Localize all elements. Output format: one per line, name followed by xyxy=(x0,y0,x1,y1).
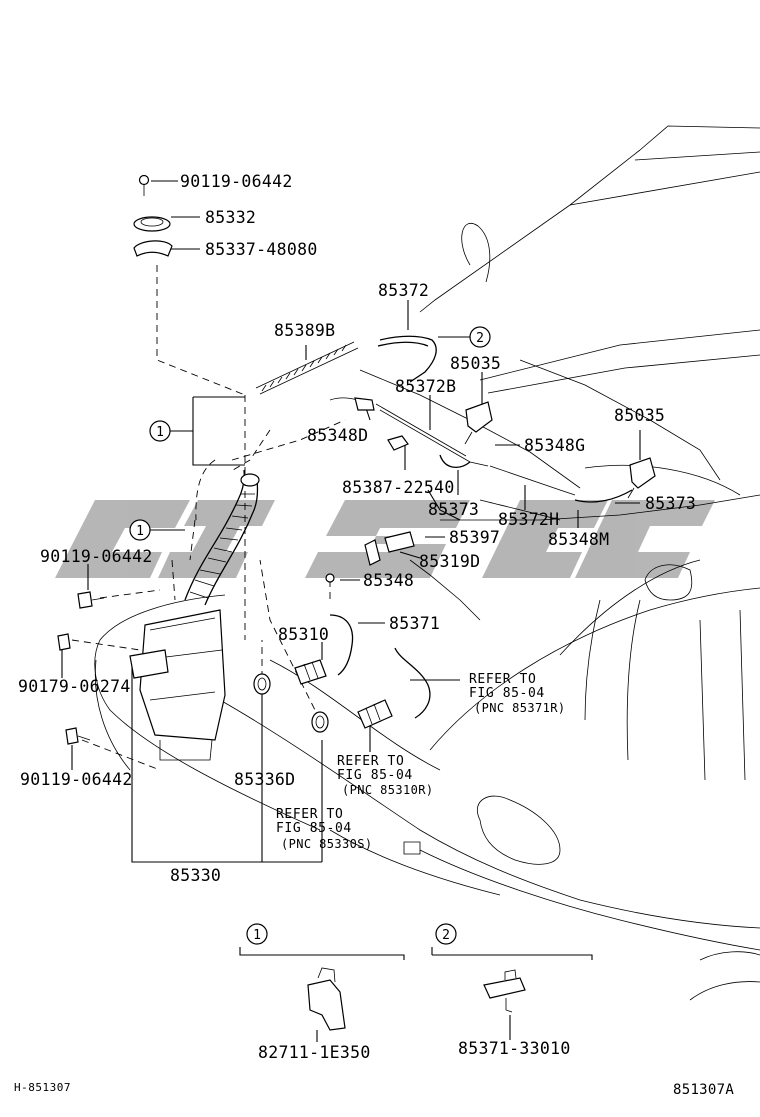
svg-text:1: 1 xyxy=(253,928,261,943)
part-label-85337-48080: 85337-48080 xyxy=(205,240,318,259)
part-label-85348g: 85348G xyxy=(524,436,585,455)
part-label-90119-06442-top: 90119-06442 xyxy=(180,172,293,191)
callout-2-detail: 2 xyxy=(435,923,457,945)
part-label-85373-right: 85373 xyxy=(645,494,696,513)
part-label-90119-06442-bottom: 90119-06442 xyxy=(20,770,133,789)
refer-note-85310r: REFER TO FIG 85-04 (PNC 85310R) xyxy=(337,754,434,797)
part-label-85372: 85372 xyxy=(378,281,429,300)
part-label-85330: 85330 xyxy=(170,866,221,885)
part-label-85319d: 85319D xyxy=(419,552,480,571)
part-label-85348m: 85348M xyxy=(548,530,609,549)
svg-text:(PNC 85310R): (PNC 85310R) xyxy=(342,783,434,797)
filler-hose xyxy=(184,469,260,606)
svg-text:FIG 85-04: FIG 85-04 xyxy=(469,686,545,701)
svg-text:REFER TO: REFER TO xyxy=(276,807,343,822)
refer-note-85371r: REFER TO FIG 85-04 (PNC 85371R) xyxy=(469,672,566,715)
svg-text:2: 2 xyxy=(476,331,484,346)
footer-right-code: 851307A xyxy=(673,1082,734,1098)
refer-note-85330s: REFER TO FIG 85-04 (PNC 85330S) xyxy=(276,807,373,851)
part-label-85372b: 85372B xyxy=(395,377,456,396)
part-label-85387-22540: 85387-22540 xyxy=(342,478,455,497)
part-label-90179-06274: 90179-06274 xyxy=(18,677,131,696)
part-label-85389b: 85389B xyxy=(274,321,335,340)
part-label-85348d: 85348D xyxy=(307,426,368,445)
bolts xyxy=(57,591,105,745)
part-label-85371-33010: 85371-33010 xyxy=(458,1039,571,1058)
washer-tank xyxy=(129,609,226,761)
watermark-shape-5 xyxy=(575,500,715,578)
hoses xyxy=(329,335,633,719)
part-labels: 90119-06442 85332 85337-48080 85372 8538… xyxy=(18,172,696,1062)
part-label-85373-center: 85373 xyxy=(428,500,479,519)
part-label-85372h: 85372H xyxy=(498,510,559,529)
watermark-shape-1 xyxy=(55,500,190,578)
watermark-shape-4 xyxy=(482,500,608,578)
svg-text:2: 2 xyxy=(442,928,450,943)
svg-text:REFER TO: REFER TO xyxy=(337,754,404,769)
svg-text:1: 1 xyxy=(156,425,164,440)
vehicle-outline xyxy=(94,125,760,1001)
callout-1-detail: 1 xyxy=(246,923,268,945)
svg-text:1: 1 xyxy=(136,524,144,539)
svg-text:FIG 85-04: FIG 85-04 xyxy=(276,821,352,836)
svg-text:(PNC 85371R): (PNC 85371R) xyxy=(474,701,566,715)
part-label-85348: 85348 xyxy=(363,571,414,590)
footer-left-code: H-851307 xyxy=(14,1081,71,1094)
part-label-85310: 85310 xyxy=(278,625,329,644)
callouts: 1 2 1 1 2 xyxy=(129,326,491,945)
clips xyxy=(307,397,526,1031)
part-label-85397: 85397 xyxy=(449,528,500,547)
part-label-85371: 85371 xyxy=(389,614,440,633)
svg-text:(PNC 85330S): (PNC 85330S) xyxy=(281,837,373,851)
part-label-90119-06442-left: 90119-06442 xyxy=(40,547,153,566)
svg-text:REFER TO: REFER TO xyxy=(469,672,536,687)
part-label-85035-right: 85035 xyxy=(614,406,665,425)
part-label-85332: 85332 xyxy=(205,208,256,227)
callout-1-mid: 1 xyxy=(129,519,151,541)
svg-text:FIG 85-04: FIG 85-04 xyxy=(337,768,413,783)
callout-1-top: 1 xyxy=(149,420,171,442)
pump-and-grommets xyxy=(253,531,415,733)
leader-lines xyxy=(61,180,641,1042)
cap-parts xyxy=(133,174,173,257)
insulator-strip xyxy=(255,341,359,395)
nozzles xyxy=(464,401,656,499)
part-label-82711-1e350: 82711-1E350 xyxy=(258,1043,371,1062)
part-label-85035-center: 85035 xyxy=(450,354,501,373)
part-label-85336d: 85336D xyxy=(234,770,295,789)
callout-2-top: 2 xyxy=(438,326,491,348)
